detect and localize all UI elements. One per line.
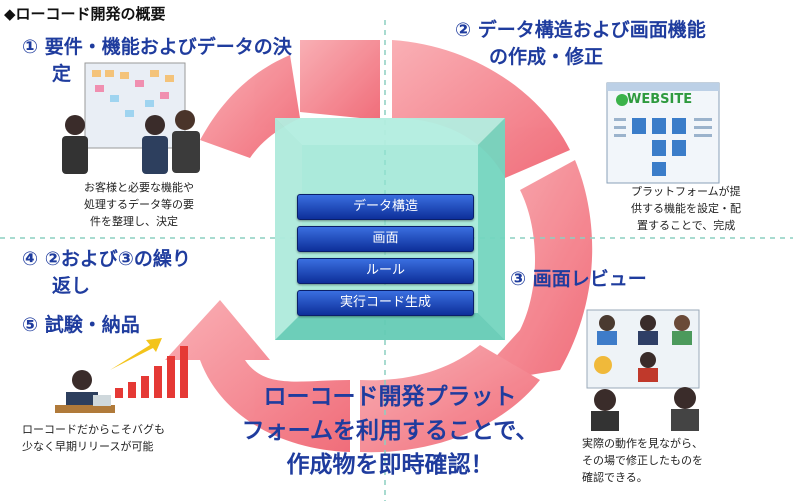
screen-button[interactable]: 画面 xyxy=(297,226,474,252)
step2-heading-line1: ② データ構造および画面機能 xyxy=(455,19,706,41)
meeting-people-icon xyxy=(62,62,200,174)
step2-heading-line2: の作成・修正 xyxy=(489,46,604,68)
step1-description: お客様と必要な機能や 処理するデータ等の要 件を整理し、決定 xyxy=(84,179,194,230)
step4-heading-line2: 返し xyxy=(52,275,91,297)
step2-desc-line: プラットフォームが提 xyxy=(631,185,741,198)
step5-heading: ⑤ 試験・納品 xyxy=(22,314,140,336)
step1-desc-line: 件を整理し、決定 xyxy=(90,215,178,228)
step3-description: 実際の動作を見ながら、 その場で修正したものを 確認できる。 xyxy=(582,435,703,486)
summary-message-line: 作成物を即時確認！ xyxy=(286,452,494,478)
step5-description: ローコードだからこそバグも 少なく早期リリースが可能 xyxy=(22,421,165,455)
step5-desc-line: ローコードだからこそバグも xyxy=(22,423,165,436)
step2-heading: ② データ構造および画面機能 の作成・修正 xyxy=(455,17,706,71)
arrow-segment-bottom xyxy=(360,345,540,453)
step4-heading-line1: ④ ②および③の繰り xyxy=(22,248,191,270)
page-title: ◆ローコード開発の概要 xyxy=(4,5,166,23)
step1-heading: ① 要件・機能およびデータの決 定 xyxy=(22,34,292,88)
step3-heading: ③ 画面レビュー xyxy=(510,268,647,290)
step3-desc-line: 実際の動作を見ながら、 xyxy=(582,437,703,450)
summary-message: ローコード開発プラット フォームを利用することで、 作成物を即時確認！ xyxy=(150,380,630,482)
cycle-arrow xyxy=(165,40,593,453)
step1-desc-line: 処理するデータ等の要 xyxy=(84,198,194,211)
arrow-segment-left-head xyxy=(165,300,350,452)
growth-chart-worker-icon xyxy=(55,338,188,413)
step1-heading-line1: ① 要件・機能およびデータの決 xyxy=(22,36,292,58)
rule-button[interactable]: ルール xyxy=(297,258,474,284)
step3-desc-line: その場で修正したものを xyxy=(582,454,703,467)
step2-desc-line: 置することで、完成 xyxy=(637,219,736,232)
step4-heading: ④ ②および③の繰り 返し xyxy=(22,246,191,300)
step1-heading-line2: 定 xyxy=(52,63,72,85)
step2-desc-line: 供する機能を設定・配 xyxy=(631,202,741,215)
website-label: WEBSITE xyxy=(627,92,693,107)
arrow-segment-right xyxy=(392,40,570,178)
summary-message-line: フォームを利用することで、 xyxy=(241,418,539,444)
data-structure-button[interactable]: データ構造 xyxy=(297,194,474,220)
step2-description: プラットフォームが提 供する機能を設定・配 置することで、完成 xyxy=(631,183,741,234)
step3-desc-line: 確認できる。 xyxy=(582,471,648,484)
arrow-segment-right-lower xyxy=(470,160,593,385)
code-generation-button[interactable]: 実行コード生成 xyxy=(297,290,474,316)
summary-message-line: ローコード開発プラット xyxy=(263,384,517,410)
step1-desc-line: お客様と必要な機能や xyxy=(84,181,194,194)
website-window-icon xyxy=(606,82,720,184)
step5-desc-line: 少なく早期リリースが可能 xyxy=(22,440,154,453)
video-conference-icon xyxy=(586,309,700,431)
arrow-segment-top xyxy=(300,40,380,120)
